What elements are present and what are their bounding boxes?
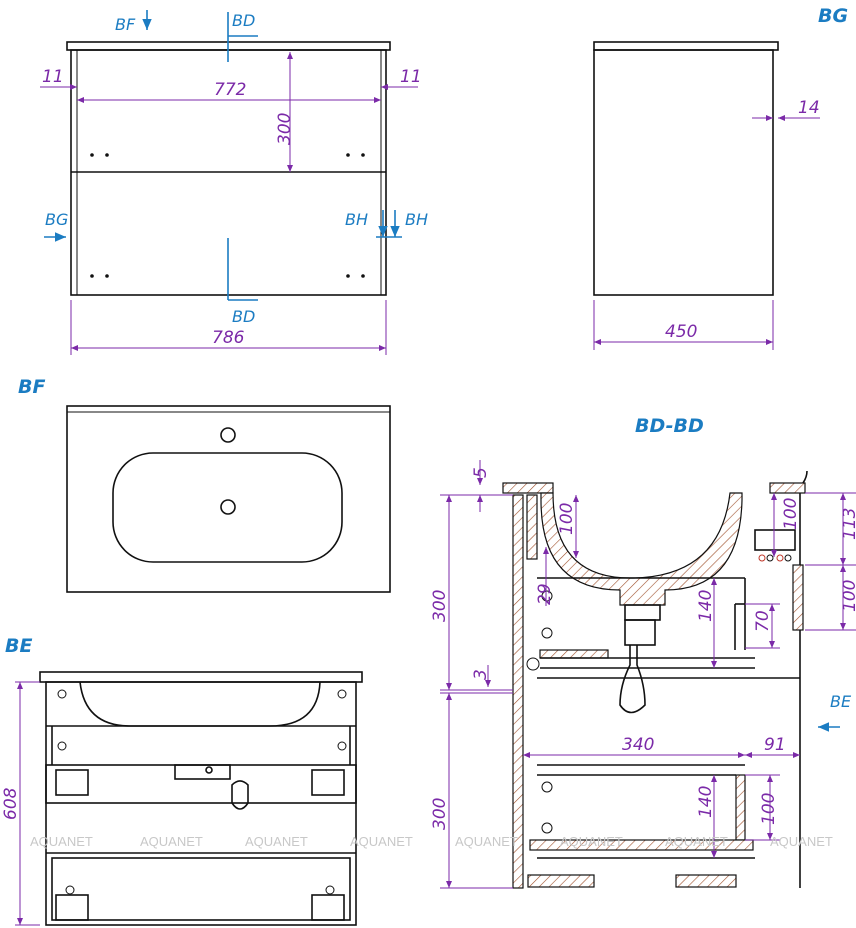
dim-11-right: 11 xyxy=(400,67,422,87)
dim-772: 772 xyxy=(214,80,246,100)
dim-100-basin: 100 xyxy=(557,503,577,535)
dim-14: 14 xyxy=(798,98,820,118)
view-bh-label-left: BH xyxy=(345,210,368,229)
dim-450: 450 xyxy=(665,322,697,342)
watermark-row: AQUANET AQUANET AQUANET AQUANET AQUANET … xyxy=(30,834,833,849)
dim-340: 340 xyxy=(622,735,654,755)
dim-11-left: 11 xyxy=(42,67,64,87)
dim-608: 608 xyxy=(1,787,21,820)
dim-70: 70 xyxy=(753,610,773,632)
basin-bowl xyxy=(112,452,343,563)
dim-29: 29 xyxy=(535,583,555,605)
svg-text:AQUANET: AQUANET xyxy=(30,834,93,849)
dim-140-siphon: 140 xyxy=(696,590,716,622)
dim-100-lower: 100 xyxy=(759,793,779,825)
section-view: BD-BD xyxy=(430,415,856,889)
dim-3: 3 xyxy=(471,669,491,680)
drain-hole xyxy=(220,499,236,515)
view-bf-title: BF xyxy=(18,376,45,398)
svg-text:AQUANET: AQUANET xyxy=(560,834,623,849)
pipe-fittings xyxy=(758,554,792,562)
top-view: BF xyxy=(18,376,391,593)
dim-91: 91 xyxy=(764,735,786,755)
section-bd-title: BD-BD xyxy=(635,415,704,437)
rear-view: BE 608 xyxy=(1,635,363,926)
svg-text:AQUANET: AQUANET xyxy=(455,834,518,849)
dim-300-front: 300 xyxy=(275,113,295,145)
front-view: BD BD BF BG BH BH 786 772 11 11 300 xyxy=(40,10,428,355)
dim-113: 113 xyxy=(840,508,856,540)
view-be-label: BE xyxy=(830,692,852,711)
basin-section xyxy=(540,492,743,606)
svg-text:AQUANET: AQUANET xyxy=(770,834,833,849)
dim-300-upper: 300 xyxy=(430,590,450,622)
dim-100-rear-panel: 100 xyxy=(840,580,856,612)
view-bg-title: BG xyxy=(818,5,848,27)
view-be-title: BE xyxy=(5,635,32,657)
dim-5: 5 xyxy=(471,467,491,478)
dim-140-lower: 140 xyxy=(696,786,716,818)
view-bf-label: BF xyxy=(115,15,136,34)
dim-300-lower: 300 xyxy=(430,798,450,830)
faucet-hole xyxy=(220,427,236,443)
section-bd-label-top: BD xyxy=(232,11,255,30)
front-panel xyxy=(512,494,524,889)
svg-text:AQUANET: AQUANET xyxy=(140,834,203,849)
dim-786: 786 xyxy=(212,328,245,348)
dim-100-rear: 100 xyxy=(781,498,801,530)
handle-dots xyxy=(90,153,365,278)
view-bh-label-right: BH xyxy=(405,210,428,229)
view-bg-label: BG xyxy=(45,210,68,229)
svg-text:AQUANET: AQUANET xyxy=(245,834,308,849)
section-bd-label-bottom: BD xyxy=(232,307,255,326)
side-view: BG 450 14 xyxy=(593,5,848,350)
svg-text:AQUANET: AQUANET xyxy=(665,834,728,849)
svg-text:AQUANET: AQUANET xyxy=(350,834,413,849)
